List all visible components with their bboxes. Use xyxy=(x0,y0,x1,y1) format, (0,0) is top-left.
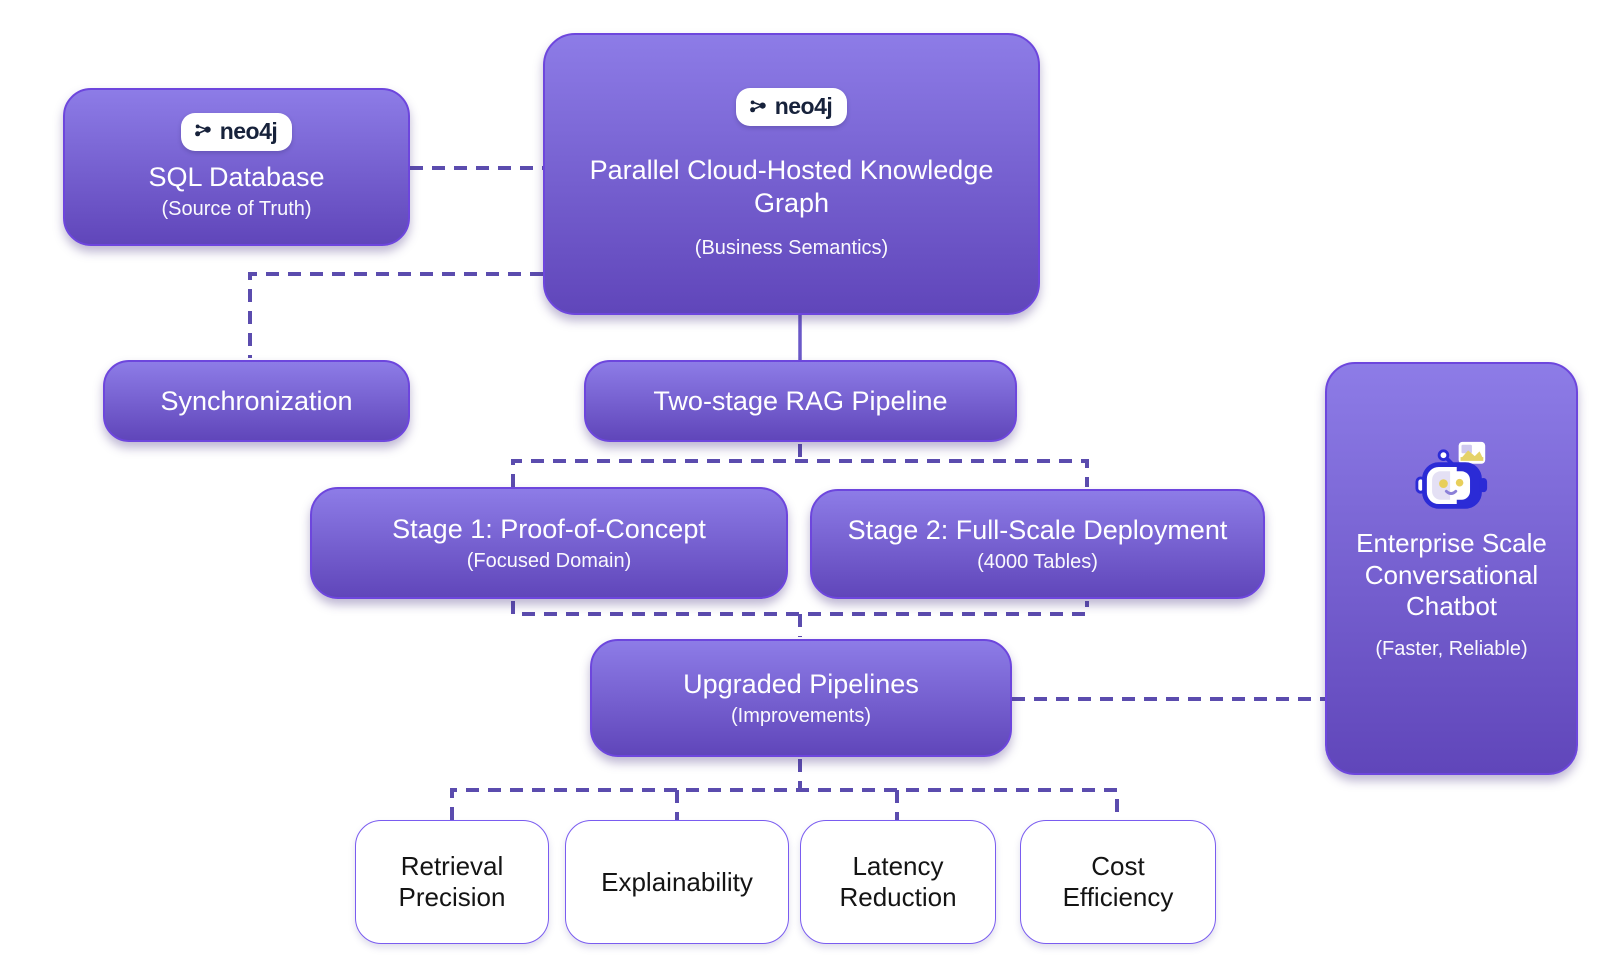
node-stage1: Stage 1: Proof-of-Concept (Focused Domai… xyxy=(310,487,788,599)
node-title: Parallel Cloud-Hosted Knowledge Graph xyxy=(589,155,994,218)
node-title: Synchronization xyxy=(160,385,353,416)
node-title: Upgraded Pipelines xyxy=(683,668,919,699)
connector-stages-to-upgraded xyxy=(511,601,1089,637)
benefit-label: Retrieval Precision xyxy=(398,851,506,912)
node-subtitle: (Improvements) xyxy=(730,705,872,728)
node-subtitle: (4000 Tables) xyxy=(977,551,1098,574)
benefit-explainability: Explainability xyxy=(565,820,789,944)
benefit-label: Cost Efficiency xyxy=(1062,851,1174,912)
node-subtitle: (Source of Truth) xyxy=(161,198,312,221)
node-sql-database: neo4j SQL Database (Source of Truth) xyxy=(63,88,410,246)
node-title: Stage 1: Proof-of-Concept xyxy=(392,513,706,544)
connector-rag-to-stages xyxy=(511,444,1089,487)
chatbot-robot-icon xyxy=(1414,441,1487,509)
benefit-label: Latency Reduction xyxy=(839,851,957,912)
node-stage2: Stage 2: Full-Scale Deployment (4000 Tab… xyxy=(810,489,1265,599)
node-knowledge-graph: neo4j Parallel Cloud-Hosted Knowledge Gr… xyxy=(543,33,1040,315)
neo4j-logo-mark-icon xyxy=(194,124,211,137)
node-synchronization: Synchronization xyxy=(103,360,410,442)
benefit-label: Explainability xyxy=(601,866,753,897)
node-enterprise-chatbot: Enterprise Scale Conversational Chatbot … xyxy=(1325,362,1578,775)
node-subtitle: (Faster, Reliable) xyxy=(1375,638,1528,661)
node-upgraded-pipelines: Upgraded Pipelines (Improvements) xyxy=(590,639,1012,757)
node-subtitle: (Focused Domain) xyxy=(466,550,632,573)
node-subtitle: (Business Semantics) xyxy=(694,236,889,259)
benefit-cost-efficiency: Cost Efficiency xyxy=(1020,820,1216,944)
neo4j-badge: neo4j xyxy=(180,112,293,151)
connector-upgraded-to-benefits xyxy=(450,759,1119,820)
node-title: Enterprise Scale Conversational Chatbot xyxy=(1356,528,1547,622)
neo4j-logo-mark-icon xyxy=(749,100,766,112)
node-title: Two-stage RAG Pipeline xyxy=(653,385,948,416)
neo4j-badge: neo4j xyxy=(735,88,848,127)
benefit-retrieval-precision: Retrieval Precision xyxy=(355,820,549,944)
node-rag-pipeline: Two-stage RAG Pipeline xyxy=(584,360,1017,442)
node-title: Stage 2: Full-Scale Deployment xyxy=(847,514,1228,545)
neo4j-badge-label: neo4j xyxy=(219,117,278,144)
node-title: SQL Database xyxy=(148,161,325,192)
benefit-latency-reduction: Latency Reduction xyxy=(800,820,996,944)
connector-kg-to-sync xyxy=(248,272,543,358)
neo4j-badge-label: neo4j xyxy=(774,93,833,120)
